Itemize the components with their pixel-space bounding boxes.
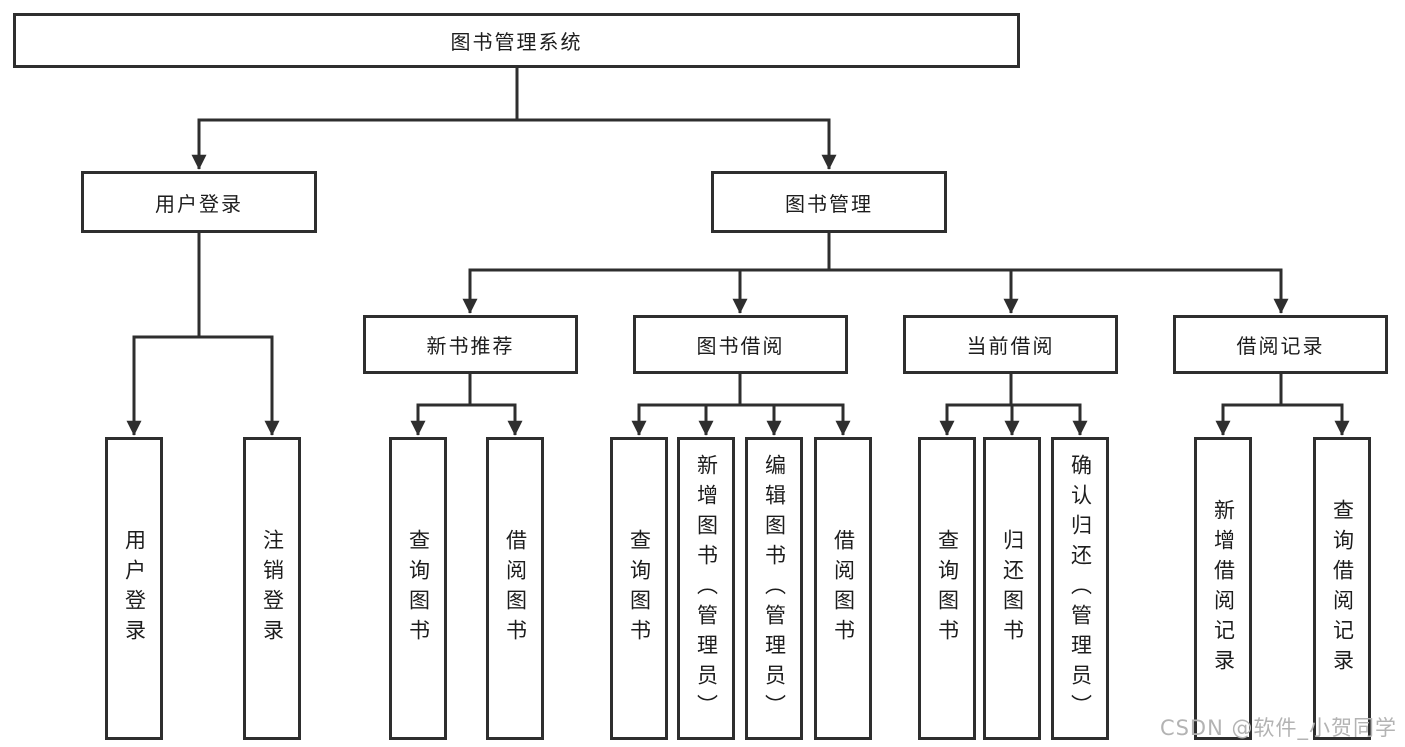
leaf-cb-confirm-return-admin: 确认归还（管理员）: [1051, 437, 1109, 740]
leaf-cb-return-books: 归还图书: [983, 437, 1041, 740]
node-book-management: 图书管理: [711, 171, 947, 233]
edge-bm-new-book: [462, 233, 831, 314]
edge-user-login-leaf2: [197, 233, 280, 436]
edge-cb-leaf1: [939, 374, 1013, 436]
edge-bb-leaf2: [698, 374, 742, 436]
node-user-login: 用户登录: [81, 171, 317, 233]
edge-cb-leaf3: [1009, 374, 1088, 436]
leaf-br-query-record: 查询借阅记录: [1313, 437, 1371, 740]
node-book-borrow: 图书借阅: [633, 315, 848, 374]
leaf-bb-query-books: 查询图书: [610, 437, 668, 740]
leaf-bb-add-books-admin: 新增图书（管理员）: [677, 437, 735, 740]
leaf-cb-query-books: 查询图书: [918, 437, 976, 740]
leaf-bb-borrow-books: 借阅图书: [814, 437, 872, 740]
edge-nb-leaf2: [468, 374, 523, 436]
edge-nb-leaf1: [410, 374, 472, 436]
node-root-library-system: 图书管理系统: [13, 13, 1020, 68]
edge-user-login-leaf1: [126, 233, 201, 436]
edge-bm-book-borrow: [732, 233, 831, 314]
csdn-watermark: CSDN @软件_小贺同学: [1159, 716, 1397, 740]
leaf-nb-borrow-books: 借阅图书: [486, 437, 544, 740]
leaf-bb-edit-books-admin: 编辑图书（管理员）: [745, 437, 803, 740]
edge-br-leaf2: [1279, 374, 1350, 436]
node-borrow-records: 借阅记录: [1173, 315, 1388, 374]
leaf-logout: 注销登录: [243, 437, 301, 740]
edge-bm-borrow-records: [827, 233, 1289, 314]
node-new-book-recommend: 新书推荐: [363, 315, 578, 374]
leaf-user-login: 用户登录: [105, 437, 163, 740]
leaf-nb-query-books: 查询图书: [389, 437, 447, 740]
edge-br-leaf1: [1215, 374, 1283, 436]
edge-bb-leaf4: [738, 374, 851, 436]
edge-root-book-management: [515, 68, 837, 170]
edge-bm-current-borrow: [827, 233, 1019, 314]
edge-root-user-login: [191, 68, 519, 170]
leaf-br-add-record: 新增借阅记录: [1194, 437, 1252, 740]
node-current-borrow: 当前借阅: [903, 315, 1118, 374]
